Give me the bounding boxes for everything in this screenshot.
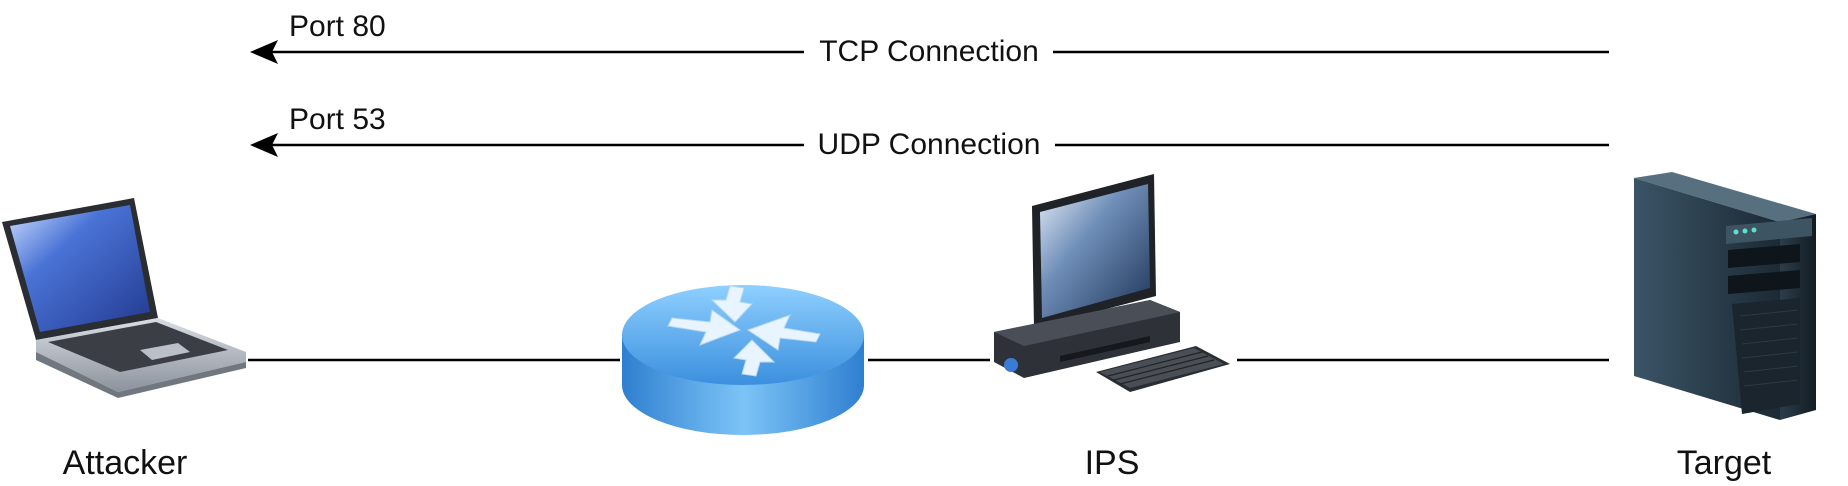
udp-port-label: Port 53 (289, 103, 386, 136)
server-tower-icon (1634, 172, 1816, 420)
tcp-arrowhead-icon (250, 40, 278, 64)
router-icon (622, 285, 864, 435)
target-label: Target (1677, 444, 1772, 482)
udp-arrowhead-icon (250, 133, 278, 157)
udp-connection-label: UDP Connection (818, 128, 1041, 161)
tcp-connection-arrow: Port 80 TCP Connection (250, 10, 1609, 68)
udp-connection-arrow: Port 53 UDP Connection (250, 103, 1609, 161)
ips-label: IPS (1085, 444, 1140, 482)
laptop-icon (2, 198, 246, 398)
attacker-label: Attacker (63, 444, 188, 482)
tcp-port-label: Port 80 (289, 10, 386, 43)
desktop-computer-icon (994, 174, 1230, 392)
tcp-connection-label: TCP Connection (819, 35, 1039, 68)
